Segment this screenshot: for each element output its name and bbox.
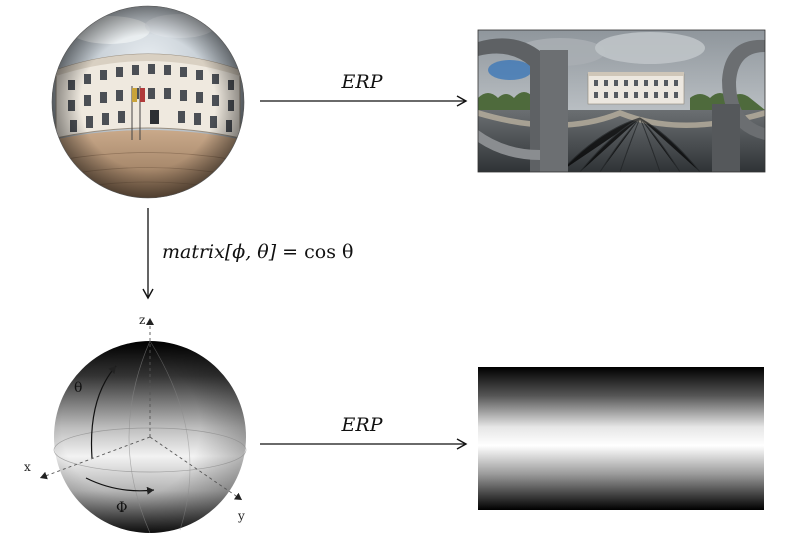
matrix-func: matrix <box>162 241 225 263</box>
erp-cos-theta-map <box>478 367 764 510</box>
phi-arc <box>85 477 155 495</box>
top-erp-label: ERP <box>341 71 384 93</box>
sphere-axes <box>39 318 243 501</box>
panorama-frame <box>477 29 766 173</box>
axis-y-label: y <box>237 509 245 523</box>
matrix-args: [ϕ, θ] <box>225 241 277 263</box>
phi-label: Φ <box>116 500 127 516</box>
fisheye-photo-sphere <box>52 6 244 198</box>
matrix-rhs: = cos θ <box>282 241 353 263</box>
axis-z-label: z <box>139 313 145 327</box>
theta-arc <box>90 365 117 459</box>
theta-label: θ <box>74 380 82 396</box>
matrix-equation: matrix[ϕ, θ]= cos θ <box>162 241 353 263</box>
erp-panorama-image <box>478 30 765 172</box>
bottom-erp-label: ERP <box>341 414 384 436</box>
axis-x-label: x <box>24 460 31 474</box>
fisheye-outline <box>51 5 245 199</box>
